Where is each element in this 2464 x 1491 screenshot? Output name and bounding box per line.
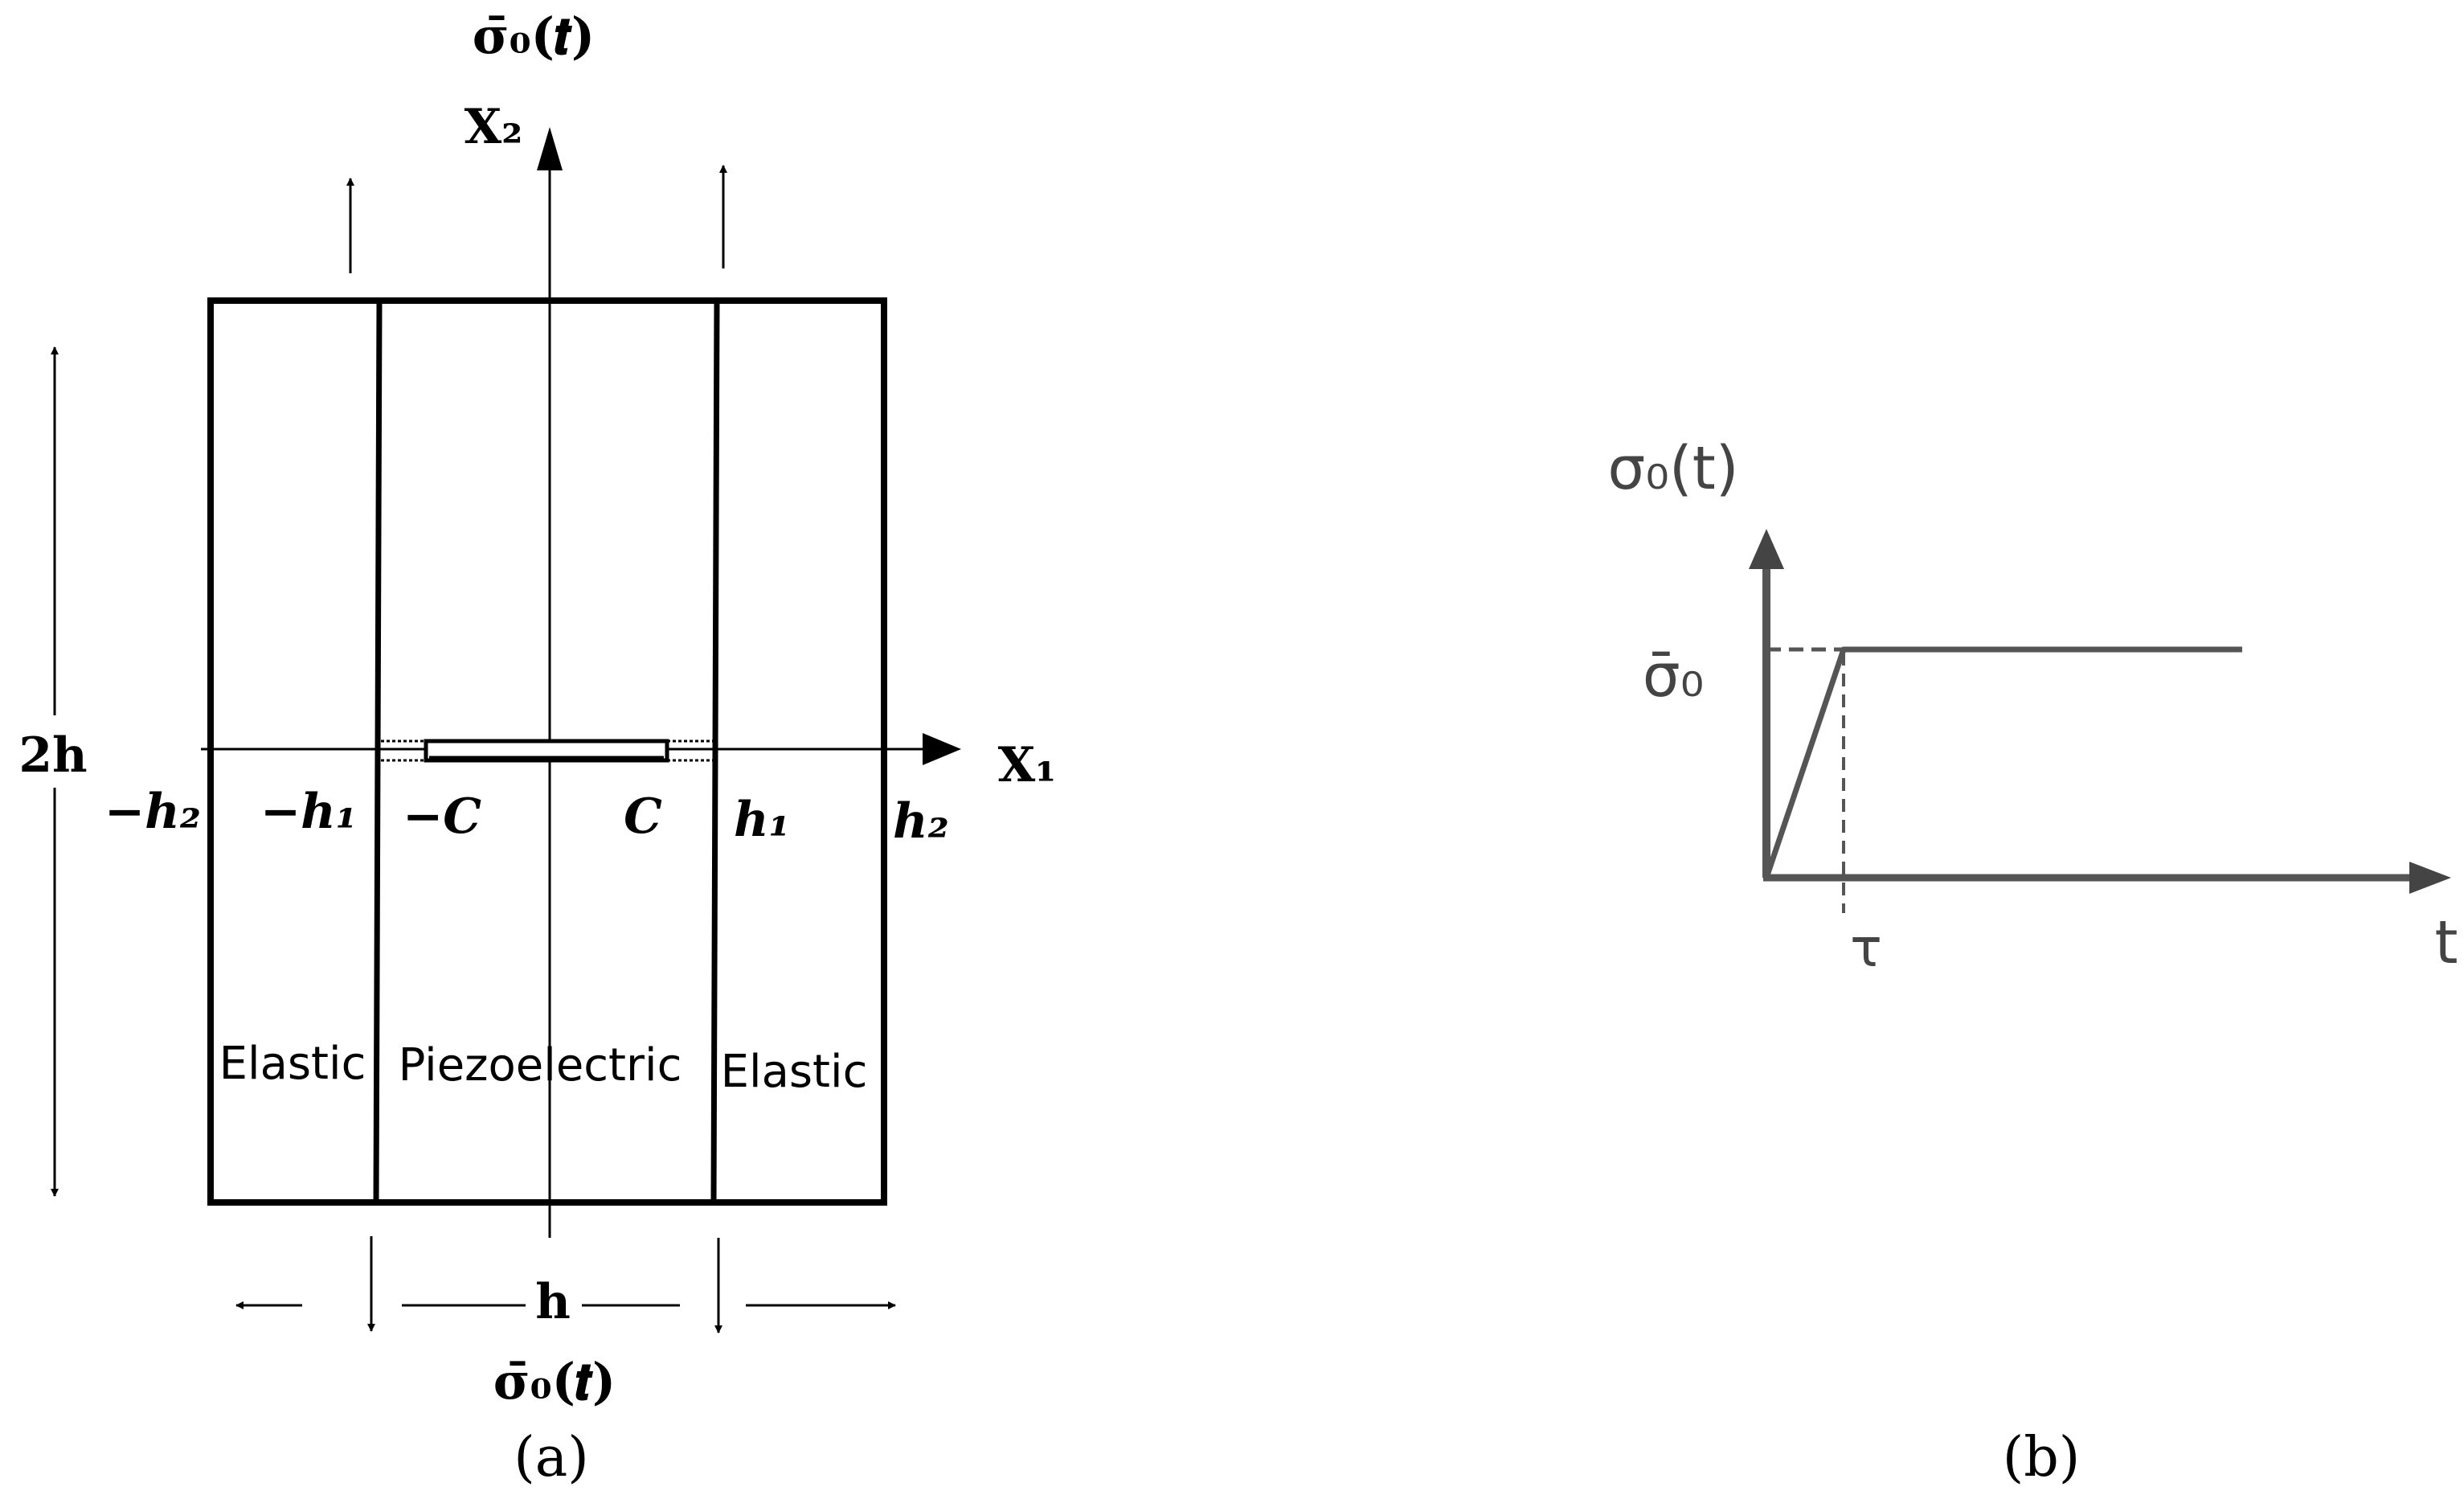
region-right-label: Elastic: [721, 1046, 868, 1098]
graph-plateau-label: σ̄₀: [1643, 641, 1705, 711]
graph-tau-label: τ: [1850, 917, 1882, 979]
coord-h2: h₂: [893, 793, 949, 850]
graph-y-label: σ₀(t): [1607, 434, 1738, 503]
x2-axis-arrowhead: [537, 127, 563, 170]
x1-axis-arrowhead: [923, 733, 961, 765]
graph-t-label: t: [2434, 908, 2458, 977]
stress-top-label: σ̄₀(𝒕): [473, 6, 596, 65]
caption-b: (b): [2003, 1426, 2081, 1489]
stress-bottom-label: σ̄₀(𝒕): [493, 1352, 616, 1411]
panel-b: σ₀(t) σ̄₀ τ t (b): [1607, 434, 2458, 1489]
panel-a: σ̄₀(𝒕) X₂ X₁ 2h −h₂ −h₁ −C C h₁ h₂ Elast…: [18, 6, 1056, 1489]
axis-x1-label: X₁: [998, 737, 1057, 793]
coord-neg-h2: −h₂: [104, 784, 201, 840]
coord-h1: h₁: [734, 792, 790, 848]
graph-y-axis-arrowhead: [1749, 529, 1784, 569]
region-left-label: Elastic: [219, 1038, 366, 1090]
caption-a: (a): [514, 1426, 589, 1489]
graph-x-axis-arrowhead: [2409, 862, 2451, 894]
width-label: h: [535, 1274, 571, 1330]
load-curve: [1763, 646, 2242, 879]
axis-x2-label: X₂: [465, 99, 523, 155]
region-middle-label: Piezoelectric: [399, 1039, 682, 1092]
height-label: 2h: [18, 727, 87, 784]
coord-c: C: [624, 789, 662, 845]
coord-neg-h1: −h₁: [260, 784, 357, 840]
interface-left: [373, 300, 383, 1203]
coord-neg-c: −C: [403, 789, 481, 845]
interface-right: [710, 300, 720, 1203]
plate-outline: [207, 297, 887, 1206]
